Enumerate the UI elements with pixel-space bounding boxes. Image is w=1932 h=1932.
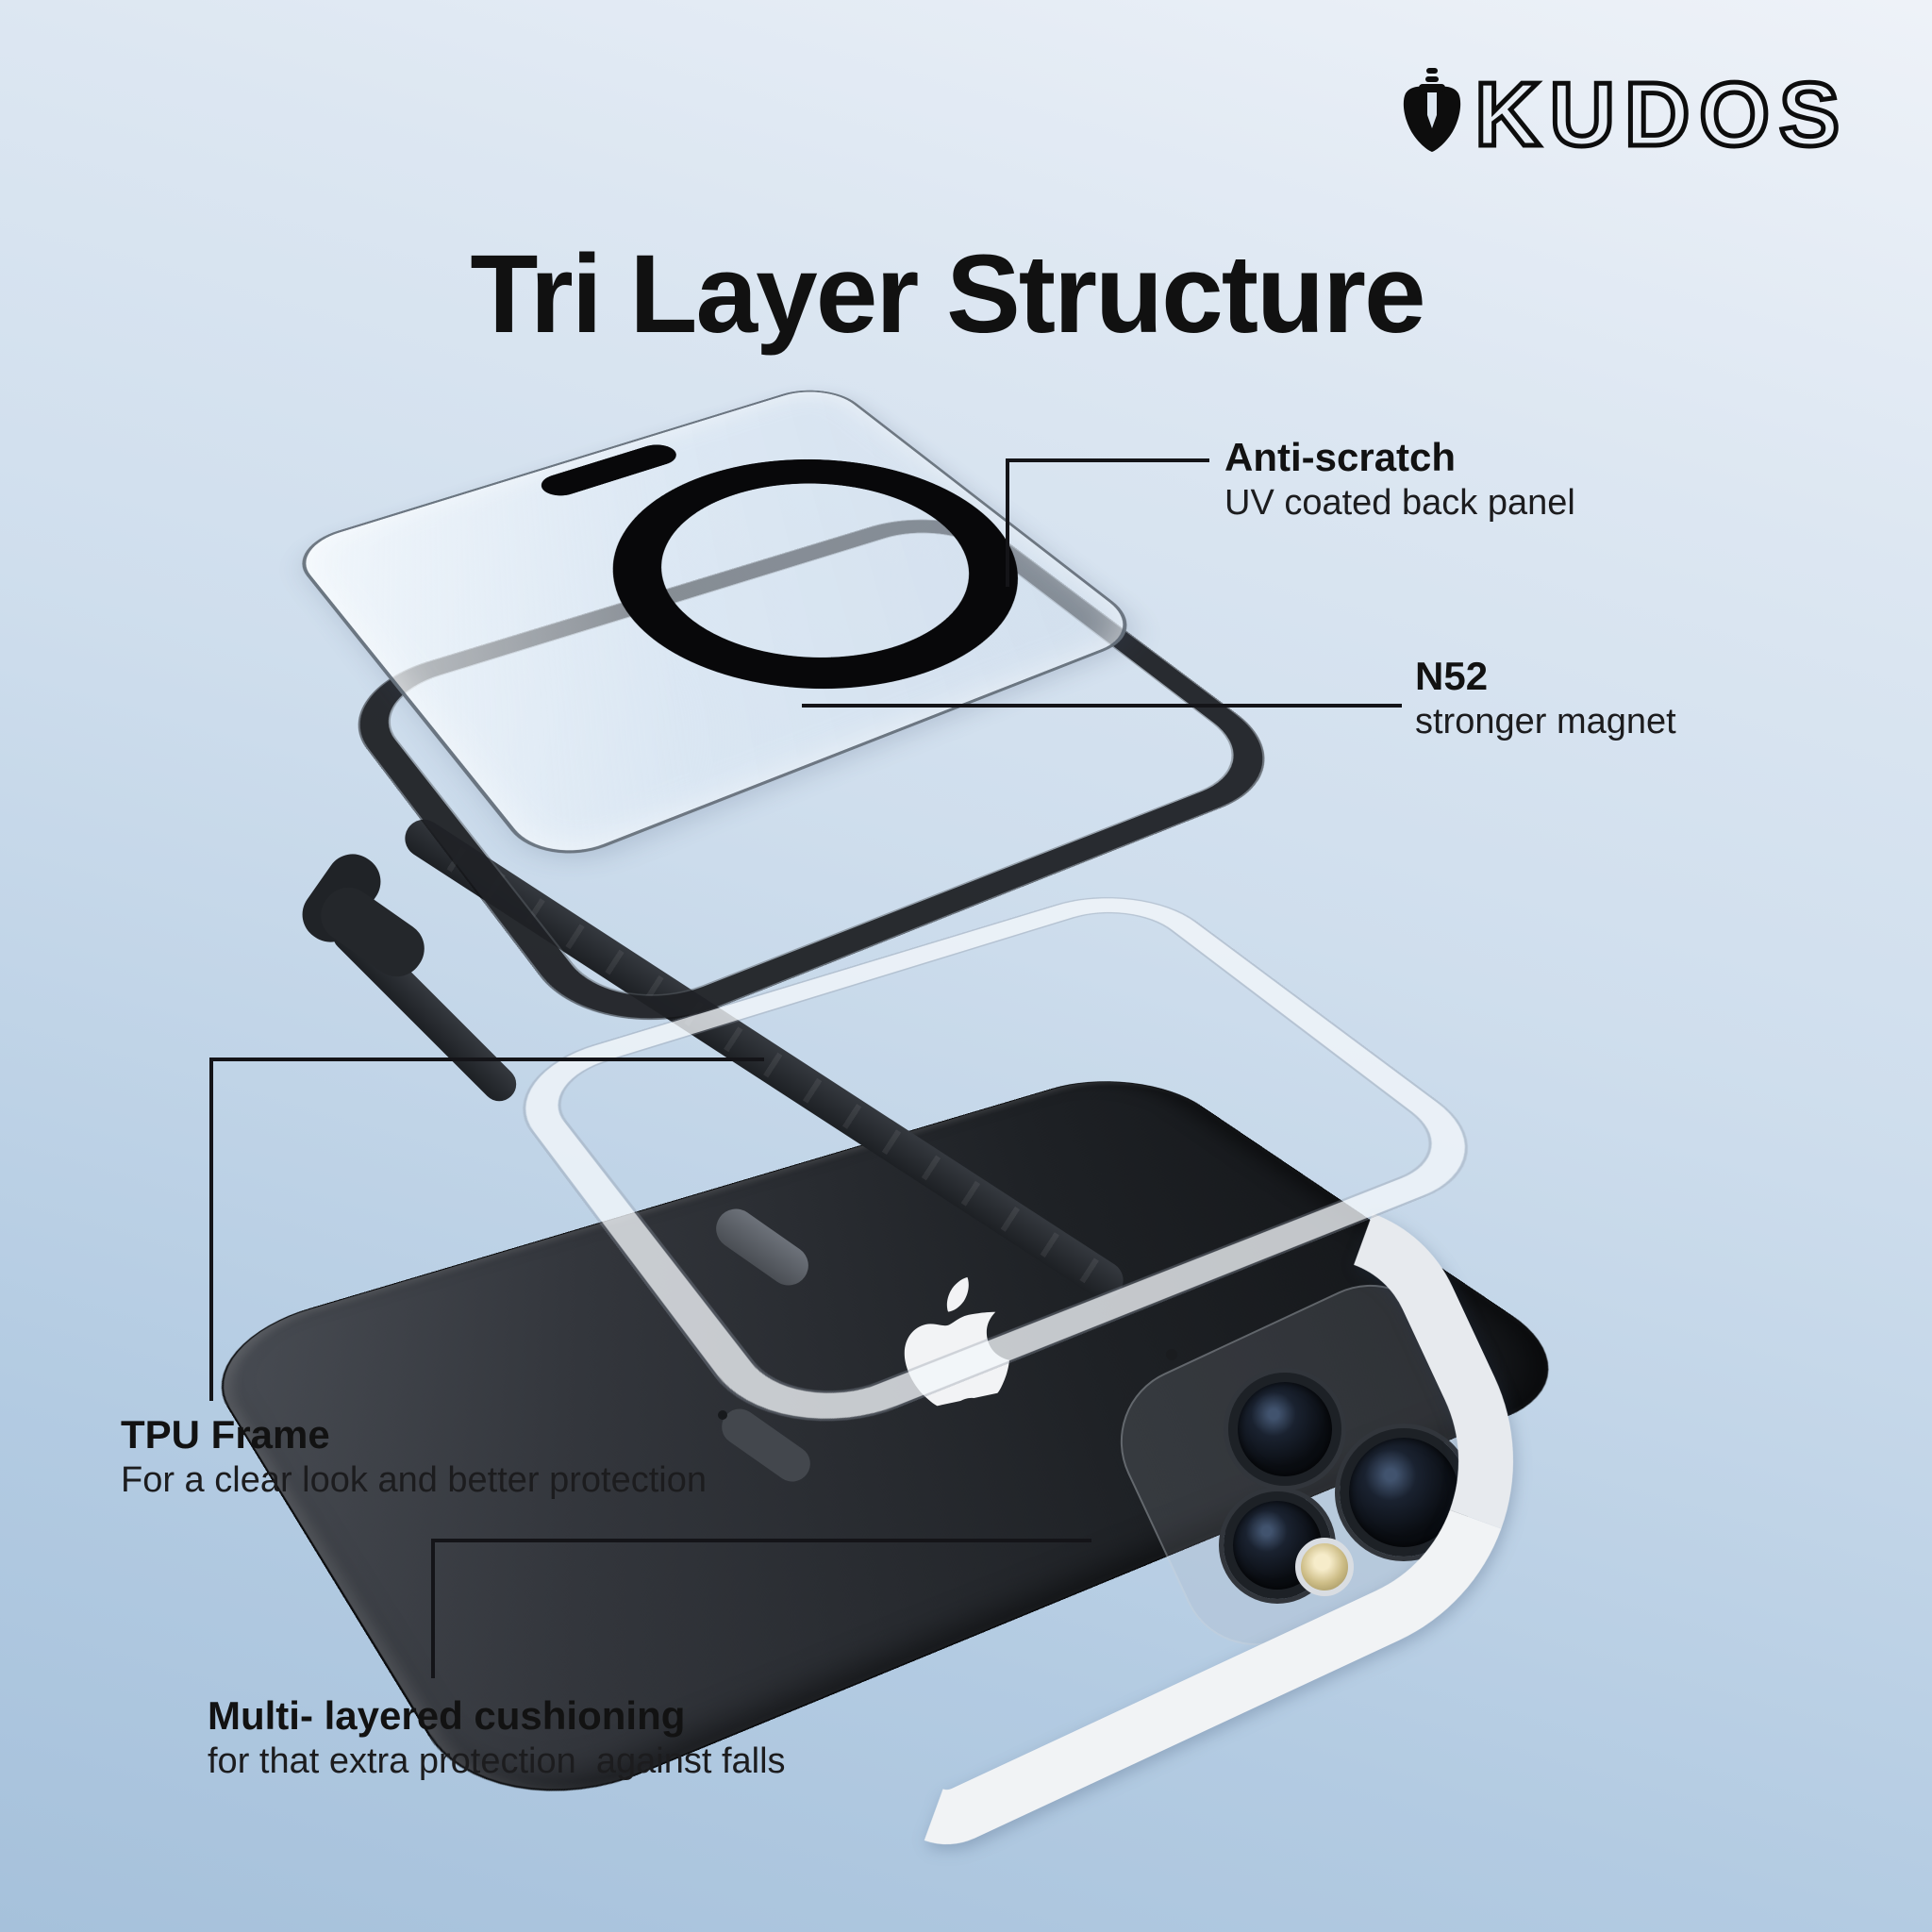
brand-name: KUDOS	[1474, 70, 1849, 160]
callout-cushioning-body: for that extra protection against falls	[208, 1740, 786, 1785]
leader-tpu-v	[209, 1058, 213, 1401]
leader-tpu-h	[209, 1058, 764, 1061]
sim-pin-hole	[718, 1410, 727, 1420]
callout-tpu-frame: TPU Frame For a clear look and better pr…	[121, 1411, 707, 1504]
callout-cushioning-heading: Multi- layered cushioning	[208, 1692, 786, 1740]
callout-anti-scratch: Anti-scratch UV coated back panel	[1224, 434, 1575, 526]
callout-n52-body: stronger magnet	[1415, 700, 1676, 745]
leader-anti-scratch-h	[1006, 458, 1209, 462]
magnet-alignment-bar	[534, 441, 683, 499]
callout-tpu-frame-heading: TPU Frame	[121, 1411, 707, 1458]
callout-n52-heading: N52	[1415, 653, 1676, 700]
callout-n52: N52 stronger magnet	[1415, 653, 1676, 745]
leader-cushion-v	[431, 1539, 435, 1678]
callout-cushioning: Multi- layered cushioning for that extra…	[208, 1692, 786, 1785]
brand-logo: KUDOS	[1403, 68, 1849, 162]
callout-anti-scratch-heading: Anti-scratch	[1224, 434, 1575, 481]
leader-cushion-h	[431, 1539, 1091, 1542]
leader-n52	[802, 704, 1402, 708]
shield-sword-icon	[1403, 68, 1461, 162]
leader-anti-scratch-v	[1006, 458, 1009, 587]
page-title: Tri Layer Structure	[470, 230, 1424, 358]
callout-anti-scratch-body: UV coated back panel	[1224, 481, 1575, 526]
callout-tpu-frame-body: For a clear look and better protection	[121, 1458, 707, 1504]
